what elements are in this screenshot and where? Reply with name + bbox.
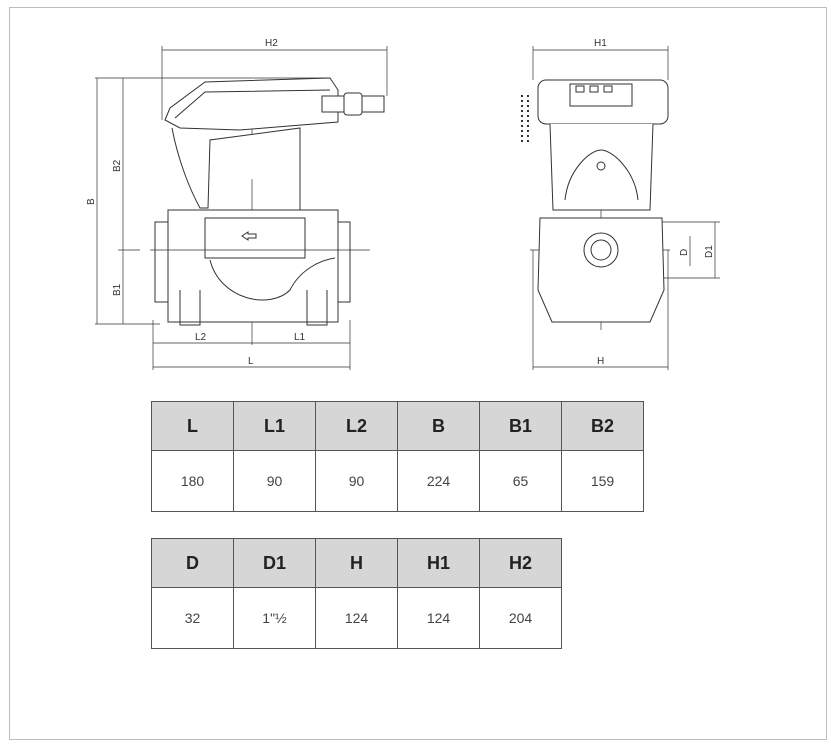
header-cell: L [151,401,234,451]
value-cell: 224 [397,450,480,512]
header-cell: D1 [233,538,316,588]
value-cell: 1"½ [233,587,316,649]
value-cell: 180 [151,450,234,512]
table-row: 32 1"½ 124 124 204 [151,587,562,649]
header-cell: L2 [315,401,398,451]
label-h2: H2 [265,38,278,49]
front-view-labels: H1 H D D1 [594,38,715,367]
value-cell: 124 [315,587,398,649]
table-header-row: D D1 H H1 H2 [151,538,562,588]
table-header-row: L L1 L2 B B1 B2 [151,401,644,451]
value-cell: 32 [151,587,234,649]
label-h: H [597,356,604,367]
front-view [521,46,720,370]
header-cell: L1 [233,401,316,451]
label-b1: B1 [112,283,123,296]
value-cell: 124 [397,587,480,649]
value-cell: 90 [315,450,398,512]
table-row: 180 90 90 224 65 159 [151,450,644,512]
label-l2: L2 [195,332,207,343]
label-d: D [679,249,690,256]
value-cell: 65 [479,450,562,512]
header-cell: B [397,401,480,451]
label-l1: L1 [294,332,306,343]
header-cell: H [315,538,398,588]
label-b2: B2 [112,159,123,172]
label-b: B [86,198,97,205]
side-view-labels: H2 B B2 B1 L2 L1 L [86,38,306,367]
page-frame [9,7,827,740]
header-cell: D [151,538,234,588]
label-d1: D1 [704,245,715,258]
header-cell: H1 [397,538,480,588]
value-cell: 90 [233,450,316,512]
side-view [95,46,388,370]
value-cell: 159 [561,450,644,512]
label-h1: H1 [594,38,607,49]
pump-dimension-drawing: H2 B B2 B1 L2 L1 L [86,38,720,370]
header-cell: B2 [561,401,644,451]
label-l: L [248,356,254,367]
header-cell: H2 [479,538,562,588]
value-cell: 204 [479,587,562,649]
header-cell: B1 [479,401,562,451]
dimensions-table-1: L L1 L2 B B1 B2 180 90 90 224 65 159 [151,401,644,512]
dimensions-table-2: D D1 H H1 H2 32 1"½ 124 124 204 [151,538,562,649]
